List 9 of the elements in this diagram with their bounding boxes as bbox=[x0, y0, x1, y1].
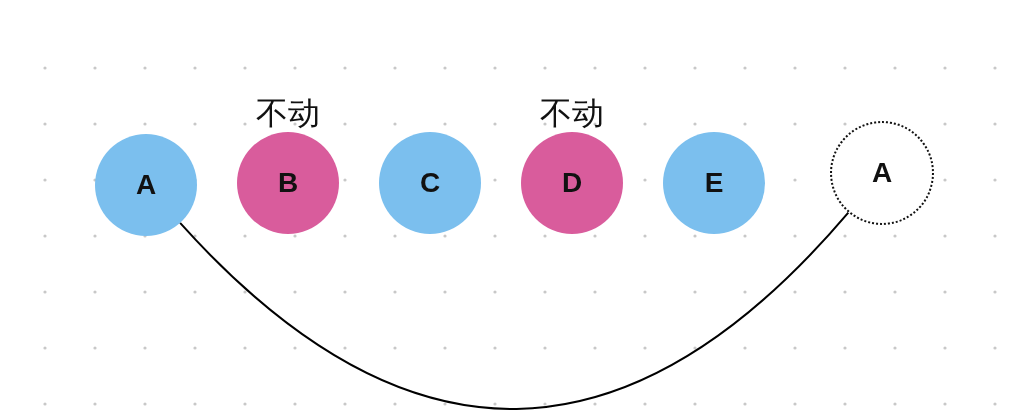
beside-label: 不动 bbox=[540, 93, 604, 134]
node-label: A bbox=[871, 157, 893, 189]
beside-label: 不动 bbox=[256, 93, 320, 134]
node-label: E bbox=[704, 167, 724, 199]
curved-connector bbox=[179, 211, 850, 410]
node-label: C bbox=[419, 167, 441, 199]
node-label: D bbox=[561, 167, 583, 199]
node-label: B bbox=[277, 167, 299, 199]
node-label: A bbox=[135, 169, 157, 201]
